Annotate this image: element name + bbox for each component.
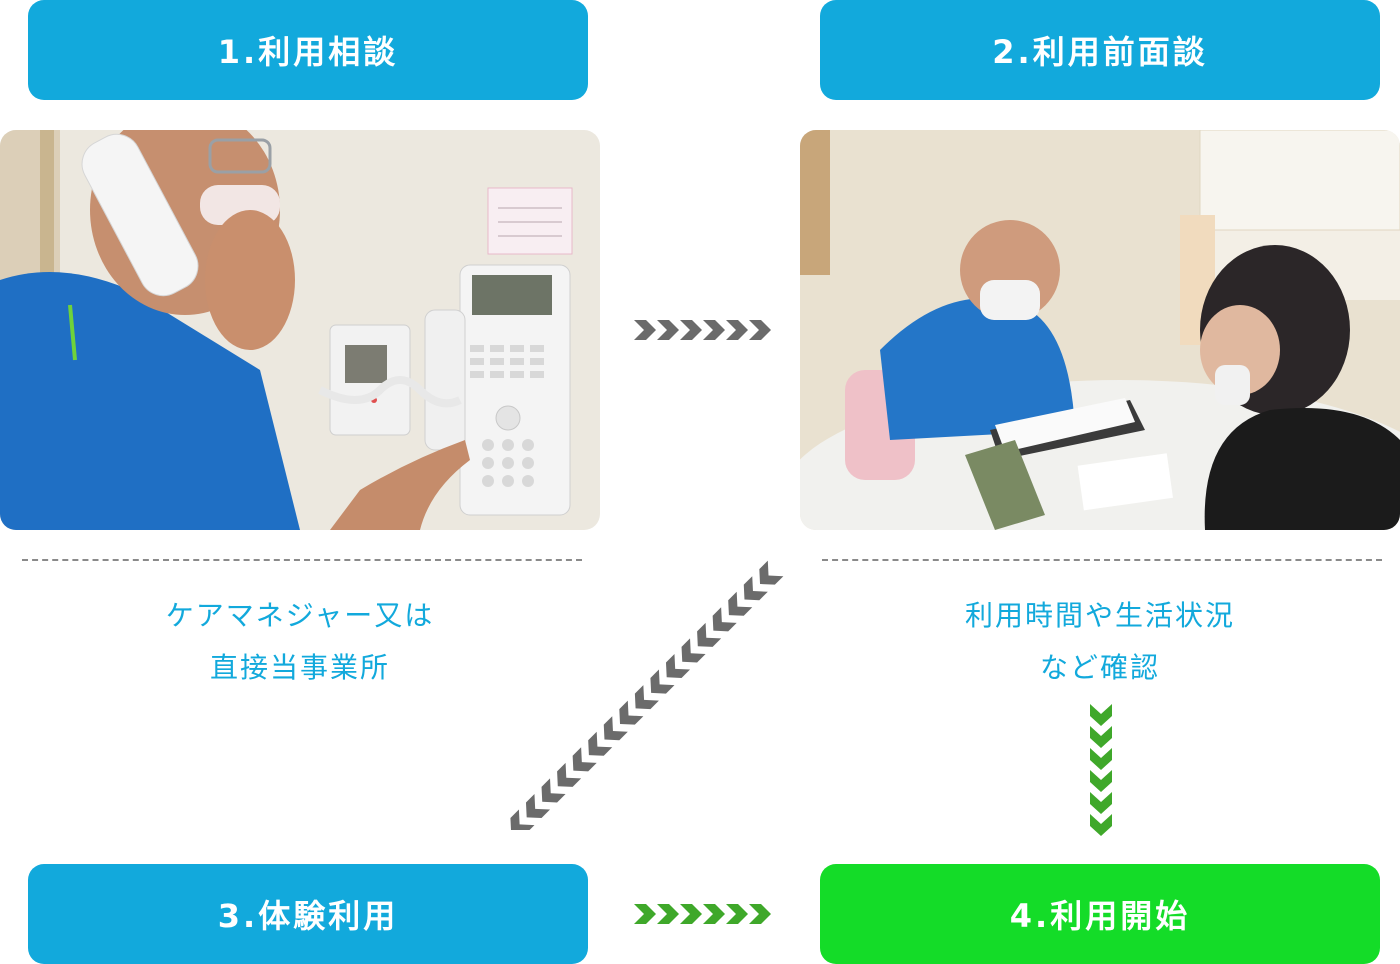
step-1-header: 1.利用相談 — [28, 0, 588, 100]
step-2-description-line-2: など確認 — [1039, 651, 1160, 684]
arrow-down-green-icon — [1090, 704, 1112, 836]
step-2-description-line-1: 利用時間や生活状況 — [964, 599, 1235, 632]
step-1-description-line-1: ケアマネジャー又は — [165, 599, 435, 632]
step-1-description: ケアマネジャー又は 直接当事業所 — [20, 590, 580, 694]
step-3-header: 3.体験利用 — [28, 864, 588, 964]
divider-2 — [822, 559, 1382, 561]
step-1-description-line-2: 直接当事業所 — [209, 651, 390, 684]
step-4-header: 4.利用開始 — [820, 864, 1380, 964]
divider-1 — [22, 559, 582, 561]
step-3-label: 3.体験利用 — [217, 897, 399, 935]
arrow-right-gray-icon — [634, 320, 771, 340]
step-4-label: 4.利用開始 — [1009, 897, 1191, 935]
step-1-label: 1.利用相談 — [217, 33, 399, 71]
step-2-label: 2.利用前面談 — [992, 33, 1208, 71]
phone-call-photo — [0, 130, 600, 530]
arrow-right-green-icon — [634, 904, 771, 924]
arrow-diagonal-gray-icon — [510, 560, 784, 830]
interview-photo — [800, 130, 1400, 530]
step-2-header: 2.利用前面談 — [820, 0, 1380, 100]
step-2-description: 利用時間や生活状況 など確認 — [820, 590, 1380, 694]
